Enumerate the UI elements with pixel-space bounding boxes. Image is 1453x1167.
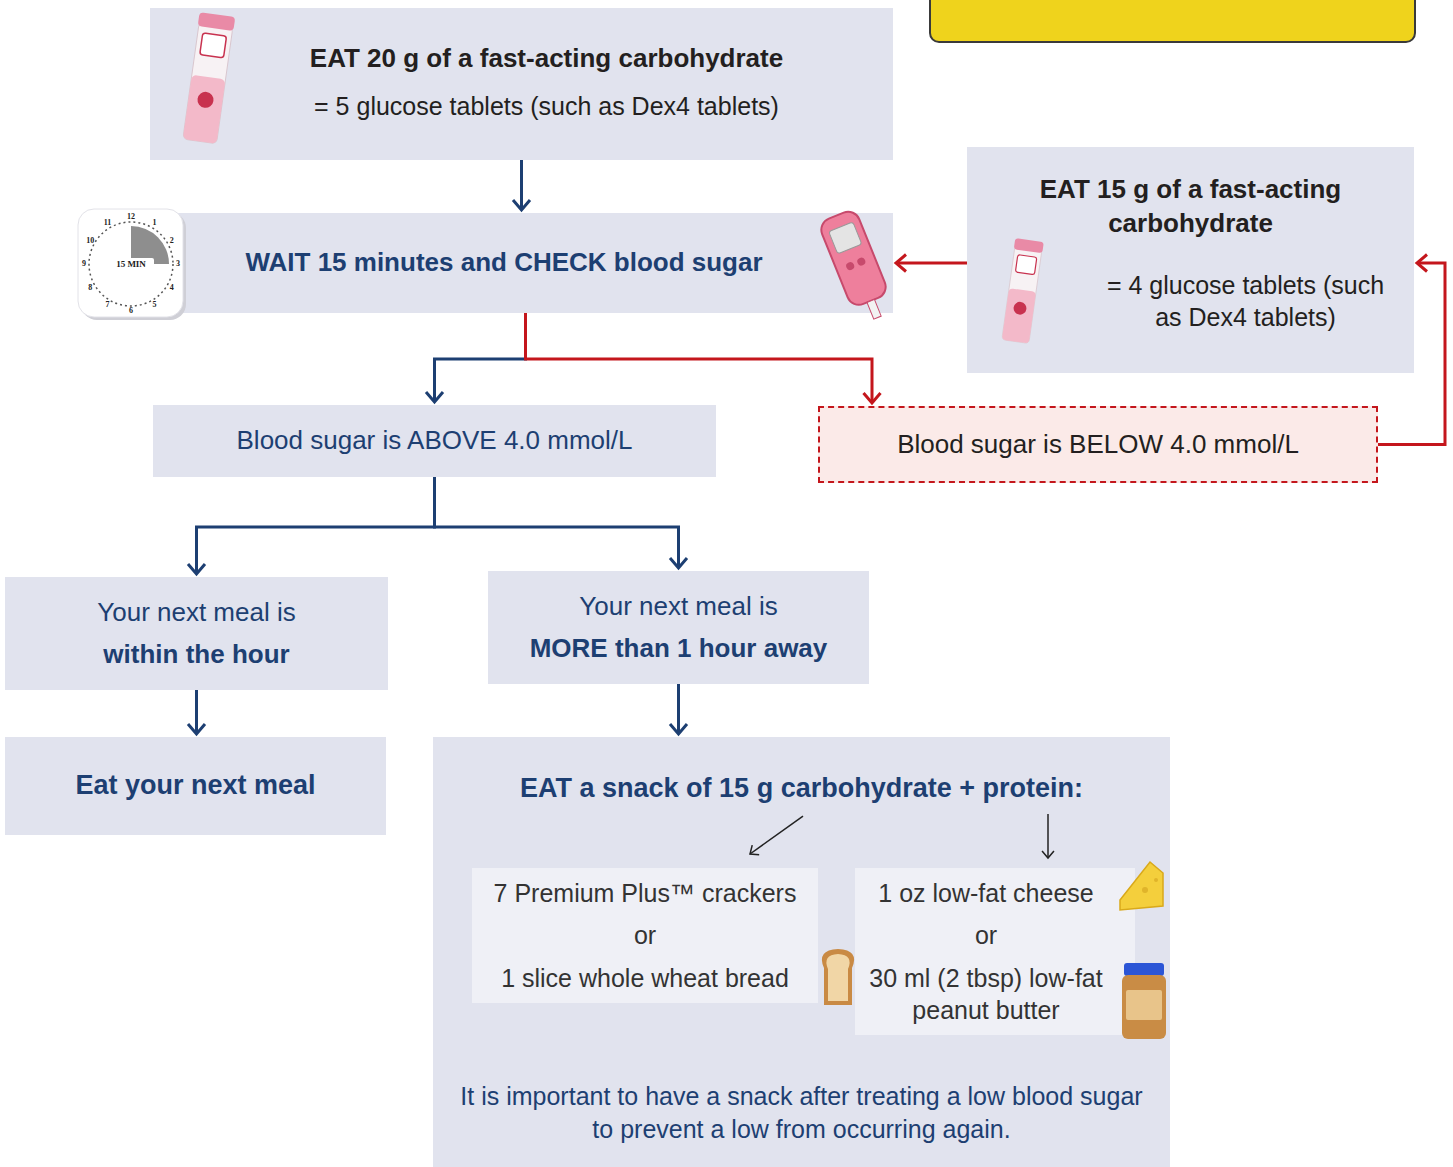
clock-icon [78,209,183,317]
clock-number: 7 [106,301,110,309]
glucose-meter [867,299,881,319]
box-text: = 4 glucose tablets (such as Dex4 tablet… [1097,269,1394,334]
clock-number: 12 [127,213,135,221]
glucose-meter [856,256,866,266]
flow-arrow [896,262,967,265]
box-text: EAT a snack of 15 g carbohydrate + prote… [453,771,1150,806]
bread-icon [826,954,849,1001]
clock-icon [131,226,169,264]
clock-number: 6 [129,307,133,315]
clock-icon [81,212,186,320]
glucose-tube [198,12,236,31]
clock-number: 8 [88,284,92,292]
food-panel: 1 oz low-fat cheese or 30 ml (2 tbsp) low-… [855,868,1135,1035]
glucose-tube [1002,288,1036,343]
flow-arrow [750,816,803,854]
flow-arrow [526,313,873,403]
decision-box: Blood sugar is BELOW 4.0 mmol/L [818,406,1378,483]
clock-number: 2 [170,237,174,245]
glucose-tube [1013,301,1027,315]
clock-number: 5 [153,301,157,309]
glucose-meter [818,208,896,325]
box-text: Your next meal is [502,590,855,624]
clock-number: 11 [104,219,112,227]
glucose-tube [1015,255,1036,275]
process-box: WAIT 15 minutes and CHECK blood sugar [150,213,893,313]
glucose-tube [182,12,235,144]
peanut-butter-jar [1126,990,1162,1020]
box-text: Blood sugar is ABOVE 4.0 mmol/L [169,424,700,458]
box-text: 30 ml (2 tbsp) low-fat peanut butter [863,962,1109,1027]
box-text: Your next meal is [19,596,374,630]
glucose-tube [200,33,227,58]
clock-number: 9 [82,260,86,268]
box-text: It is important to have a snack after tr… [453,1080,1150,1145]
glucose-meter [845,261,855,271]
clock-number: 3 [176,260,180,268]
peanut-butter-jar [1122,975,1166,1039]
box-text: or [480,919,810,952]
box-text: 1 oz low-fat cheese [863,877,1109,910]
clock-icon [78,209,186,320]
flow-arrow [435,477,679,568]
flow-arrow [1378,263,1445,445]
food-panel: 7 Premium Plus™ crackers or 1 slice whole … [472,868,818,1003]
flow-arrow [677,684,680,734]
glucose-tube [183,22,233,144]
bread-icon [822,949,854,1005]
box-text: Blood sugar is BELOW 4.0 mmol/L [836,428,1360,462]
flow-arrow [1047,814,1049,858]
glucose-tube [1002,246,1042,343]
flow-arrow [197,477,435,574]
flow-arrow [195,690,198,734]
glucose-tube [1014,238,1044,253]
clock-number: 10 [86,237,94,245]
glucose-tube [196,91,214,109]
box-text: EAT 20 g of a fast-acting carbohydrate [230,42,863,76]
process-box: EAT 20 g of a fast-acting carbohydrate = … [150,8,893,160]
box-text: Eat your next meal [19,768,372,803]
connector-group [197,160,1446,858]
flow-arrow [435,313,526,402]
glucose-meter [829,222,862,254]
box-text: or [863,919,1109,952]
process-box: EAT 15 g of a fast-acting carbohydrate = … [967,147,1414,373]
box-text: = 5 glucose tablets (such as Dex4 tablet… [230,90,863,123]
clock-number: 4 [170,284,174,292]
peanut-butter-jar [1122,963,1166,1039]
banner-box [930,0,1415,42]
box-text: MORE than 1 hour away [502,632,855,666]
clock-number: 15 MIN [116,260,146,269]
glucose-tube [183,75,226,144]
cheese-icon [1154,878,1158,882]
bread-icon [822,949,854,1005]
box-text: 1 slice whole wheat bread [480,962,810,995]
glucose-tube [1001,238,1044,343]
clock-icon [89,222,173,306]
condition-box: Your next meal is within the hour [5,577,388,690]
box-text: WAIT 15 minutes and CHECK blood sugar [195,246,813,280]
peanut-butter-jar [1124,963,1164,976]
flow-arrow [520,160,523,210]
box-text: within the hour [19,638,374,672]
snack-box: EAT a snack of 15 g carbohydrate + prote… [433,737,1170,1167]
clock-icon [108,258,154,270]
cheese-icon [1120,862,1163,910]
cheese-icon [1120,862,1163,910]
clock-number: 1 [153,219,157,227]
box-text: EAT 15 g of a fast-acting carbohydrate [987,173,1394,241]
glucose-meter [818,208,890,308]
condition-box: Your next meal is MORE than 1 hour away [488,571,869,684]
cheese-icon [1142,887,1148,893]
box-text: 7 Premium Plus™ crackers [480,877,810,910]
action-box: Eat your next meal [5,737,386,835]
decision-box: Blood sugar is ABOVE 4.0 mmol/L [153,405,716,477]
